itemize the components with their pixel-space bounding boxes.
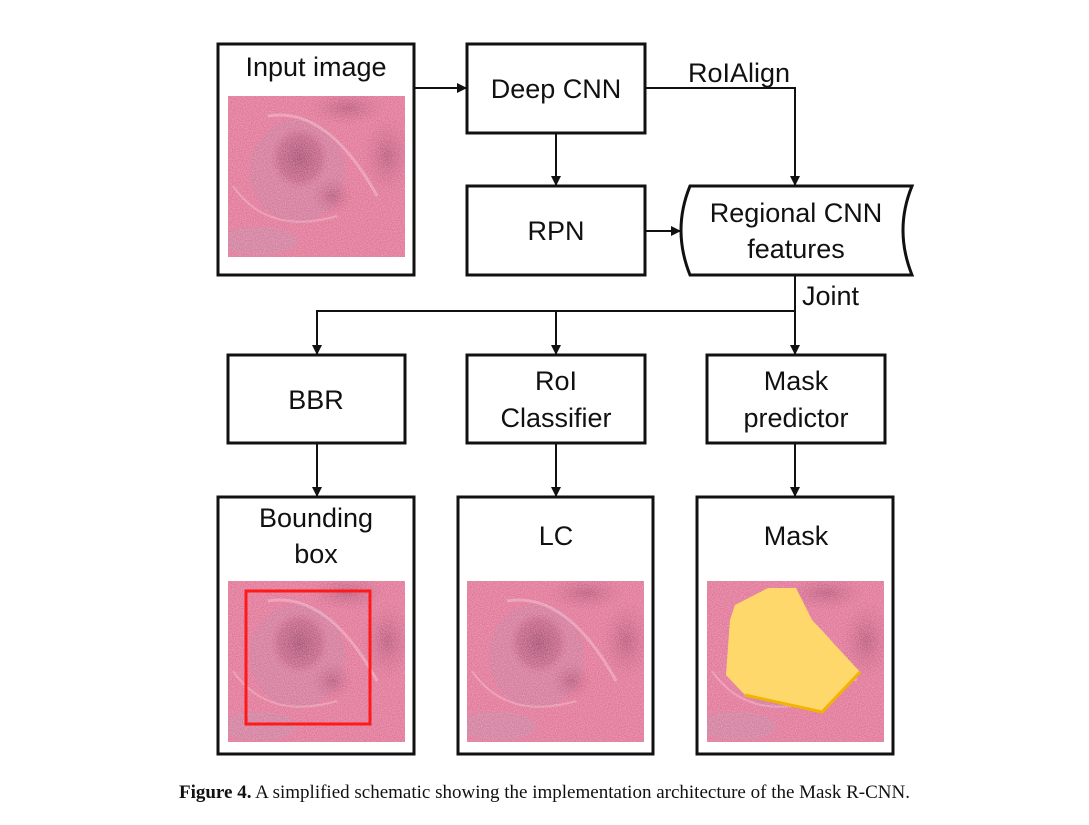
bounding-box-line2: box (294, 539, 338, 569)
edge-regional-to-bbr (312, 310, 795, 355)
rpn-label: RPN (527, 216, 584, 246)
lc-label: LC (539, 521, 574, 551)
rpn-node: RPN (465, 184, 647, 277)
bounding-box-line1: Bounding (259, 503, 373, 533)
figure-caption-text: A simplified schematic showing the imple… (251, 782, 910, 803)
mask-node: Mask (695, 495, 895, 756)
lc-node: LC (456, 495, 655, 756)
figure-caption: Figure 4. A simplified schematic showing… (0, 782, 1089, 804)
roi-classifier-line1: RoI (535, 366, 577, 396)
red-bounding-box (244, 589, 372, 726)
bounding-box-node: Bounding box (216, 495, 416, 756)
edges (312, 83, 800, 497)
deep-cnn-node: Deep CNN (465, 42, 647, 135)
edge-deepcnn-to-regional (645, 87, 800, 186)
mask-predictor-line2: predictor (743, 403, 848, 433)
bbr-label: BBR (288, 385, 344, 415)
roi-classifier-line2: Classifier (500, 403, 611, 433)
figure-label: Figure 4. (178, 782, 252, 803)
regional-label-line1: Regional CNN (710, 198, 883, 228)
deep-cnn-label: Deep CNN (491, 74, 622, 104)
lc-tissue-image (457, 575, 652, 742)
input-tissue-image (218, 90, 413, 257)
mask-predictor-line1: Mask (764, 366, 829, 396)
roialign-label: RoIAlign (688, 58, 790, 88)
input-image-node: Input image (216, 42, 416, 277)
input-image-label: Input image (245, 52, 386, 82)
regional-cnn-features-node: Regional CNN features (679, 184, 915, 277)
regional-label-line2: features (747, 234, 845, 264)
roi-classifier-node: RoI Classifier (465, 353, 647, 445)
mask-label: Mask (764, 521, 829, 551)
bbr-node: BBR (226, 353, 407, 445)
mask-polygon-edge (744, 670, 862, 714)
joint-label: Joint (802, 281, 860, 311)
yellow-mask-polygon (726, 588, 860, 712)
mask-predictor-node: Mask predictor (705, 353, 887, 445)
